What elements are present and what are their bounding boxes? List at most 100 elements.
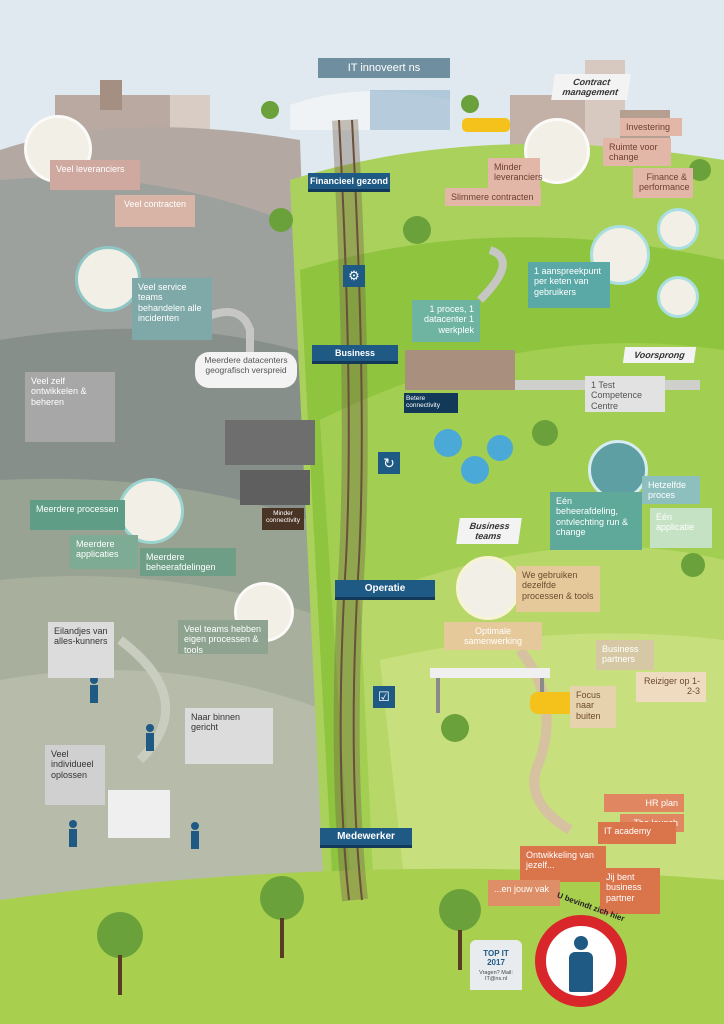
box-hetzelfde-proces: Hetzelfde proces <box>642 476 700 504</box>
label-datacenters: Meerdere datacenters geografisch verspre… <box>204 355 288 375</box>
label-ontwikkeling: Ontwikkeling van jezelf... <box>526 850 595 871</box>
box-investering: Investering <box>620 118 682 136</box>
label-reiziger: Reiziger op 1-2-3 <box>643 676 700 697</box>
label-slimmere: Slimmere contracten <box>451 192 534 202</box>
label-minder-connectivity: Minder connectivity <box>266 510 300 525</box>
office-room <box>108 790 170 838</box>
box-een-applicatie: Eén applicatie <box>650 508 712 548</box>
tag-contract-management: Contract management <box>551 74 631 100</box>
box-service-teams: Veel service teams behandelen alle incid… <box>132 278 212 340</box>
label-investering: Investering <box>626 122 671 132</box>
box-meerdere-applicaties: Meerdere applicaties <box>70 535 138 569</box>
label-minder-leveranciers: Minder leveranciers <box>494 162 543 183</box>
billboard-eilandjes: Eilandjes van alles-kunners <box>48 622 114 678</box>
box-ontwikkeling: Ontwikkeling van jezelf... <box>520 846 606 882</box>
label-betere-connectivity: Betere connectivity <box>406 395 440 410</box>
box-samenwerking: Optimale samenwerking <box>444 622 542 650</box>
box-finance: Finance & performance <box>633 168 693 198</box>
sign-operatie: Operatie <box>335 580 435 600</box>
label-individueel: Veel individueel oplossen <box>51 749 94 780</box>
label-vragen: Vragen? Mail: IT@ns.nl <box>479 969 513 982</box>
billboard-zelf-ontwikkelen: Veel zelf ontwikkelen & beheren <box>25 372 115 442</box>
label-it-academy: IT academy <box>604 826 651 836</box>
label-hr-plan: HR plan <box>645 798 678 808</box>
label-voorsprong: Voorsprong <box>633 350 686 360</box>
box-meerdere-processen: Meerdere processen <box>30 500 125 530</box>
tag-business-teams: Business teams <box>456 518 522 544</box>
trees <box>97 95 711 958</box>
person-icon <box>574 936 588 950</box>
label-een-proces: 1 proces, 1 datacenter 1 werkplek <box>423 304 474 335</box>
label-jouw-vak: ...en jouw vak <box>494 884 550 894</box>
team-circle-processen <box>118 478 184 544</box>
satellite-dishes <box>434 429 513 484</box>
team-circle-hetzelfde-proces <box>588 440 648 500</box>
box-reiziger: Reiziger op 1-2-3 <box>636 672 706 702</box>
sign-minder-connectivity: Minder connectivity <box>262 508 304 530</box>
box-slimmere-contracten: Slimmere contracten <box>445 188 541 206</box>
label-ruimte: Ruimte voor change <box>609 142 658 163</box>
label-naar-binnen: Naar binnen gericht <box>191 712 241 733</box>
box-business-partner: Jij bent business partner <box>600 868 660 914</box>
sign-financieel-gezond: Financieel gezond <box>308 173 390 192</box>
box-aanspreekpunt: 1 aanspreekpunt per keten van gebruikers <box>528 262 610 308</box>
box-veel-leveranciers: Veel leveranciers <box>50 160 140 190</box>
label-test-centre: 1 Test Competence Centre <box>591 380 643 411</box>
label-een-beheer: Eén beheerafdeling, ontvlechting run & c… <box>556 496 629 538</box>
box-zelfde-processen: We gebruiken dezelfde processen & tools <box>516 566 600 612</box>
label-veel-leveranciers: Veel leveranciers <box>56 164 125 174</box>
label-veel-contracten: Veel contracten <box>123 199 187 209</box>
person-body <box>569 952 593 992</box>
label-service-teams: Veel service teams behandelen alle incid… <box>138 282 202 324</box>
box-een-proces: 1 proces, 1 datacenter 1 werkplek <box>412 300 480 342</box>
team-circle-business-teams <box>456 556 520 620</box>
stone-top-it: TOP IT 2017 Vragen? Mail: IT@ns.nl <box>470 940 522 990</box>
building-test-centre: 1 Test Competence Centre <box>585 376 665 412</box>
cloud-datacenters: Meerdere datacenters geografisch verspre… <box>195 352 297 388</box>
refresh-icon: ↻ <box>378 452 400 474</box>
building-individueel: Veel individueel oplossen <box>45 745 105 805</box>
box-it-academy: IT academy <box>598 822 676 844</box>
box-veel-contracten: Veel contracten <box>115 195 195 227</box>
label-samenwerking: Optimale samenwerking <box>463 626 523 647</box>
you-are-here-marker <box>535 915 627 1007</box>
team-circle-small-1 <box>657 208 699 250</box>
label-een-applicatie: Eén applicatie <box>656 512 695 533</box>
label-zelf-ontwikkelen: Veel zelf ontwikkelen & beheren <box>31 376 87 407</box>
box-een-beheer: Eén beheerafdeling, ontvlechting run & c… <box>550 492 642 550</box>
label-top-it: TOP IT 2017 <box>483 949 509 967</box>
label-aanspreekpunt: 1 aanspreekpunt per keten van gebruikers <box>534 266 602 297</box>
box-business-partners: Business partners <box>596 640 654 670</box>
label-business-partners: Business partners <box>602 644 639 665</box>
label-focus-buiten: Focus naar buiten <box>576 690 601 721</box>
label-eilandjes: Eilandjes van alles-kunners <box>54 626 108 647</box>
box-focus-buiten: Focus naar buiten <box>570 686 616 728</box>
team-circle-contract <box>524 118 590 184</box>
tag-voorsprong: Voorsprong <box>622 347 697 363</box>
team-circle-small-2 <box>657 276 699 318</box>
checkbox-icon: ☑ <box>373 686 395 708</box>
label-business-teams: Business teams <box>468 521 511 541</box>
gears-icon: ⚙ <box>343 265 365 287</box>
sign-business: Business <box>312 345 398 364</box>
label-hetzelfde-proces: Hetzelfde proces <box>648 480 687 501</box>
label-meerdere-processen: Meerdere processen <box>36 504 119 514</box>
box-jouw-vak: ...en jouw vak <box>488 880 560 906</box>
sign-medewerker: Medewerker <box>320 828 412 848</box>
box-ruimte-change: Ruimte voor change <box>603 138 671 166</box>
box-meerdere-beheerafdelingen: Meerdere beheerafdelingen <box>140 548 236 576</box>
building-naar-binnen: Naar binnen gericht <box>185 708 273 764</box>
label-zelfde-processen: We gebruiken dezelfde processen & tools <box>522 570 594 601</box>
people-figures <box>69 676 199 849</box>
box-teams-eigen: Veel teams hebben eigen processen & tool… <box>178 620 268 655</box>
sign-betere-connectivity: Betere connectivity <box>404 393 458 413</box>
top-banner: IT innoveert ns <box>318 58 450 78</box>
label-meerdere-applicaties: Meerdere applicaties <box>76 539 119 560</box>
railway-track <box>332 119 368 902</box>
box-hr-plan: HR plan <box>604 794 684 812</box>
label-finance: Finance & performance <box>639 172 690 193</box>
label-business-partner: Jij bent business partner <box>606 872 642 903</box>
label-meerdere-beheerafdelingen: Meerdere beheerafdelingen <box>146 552 216 573</box>
box-minder-leveranciers: Minder leveranciers <box>488 158 543 188</box>
label-contract-management: Contract management <box>561 77 619 97</box>
